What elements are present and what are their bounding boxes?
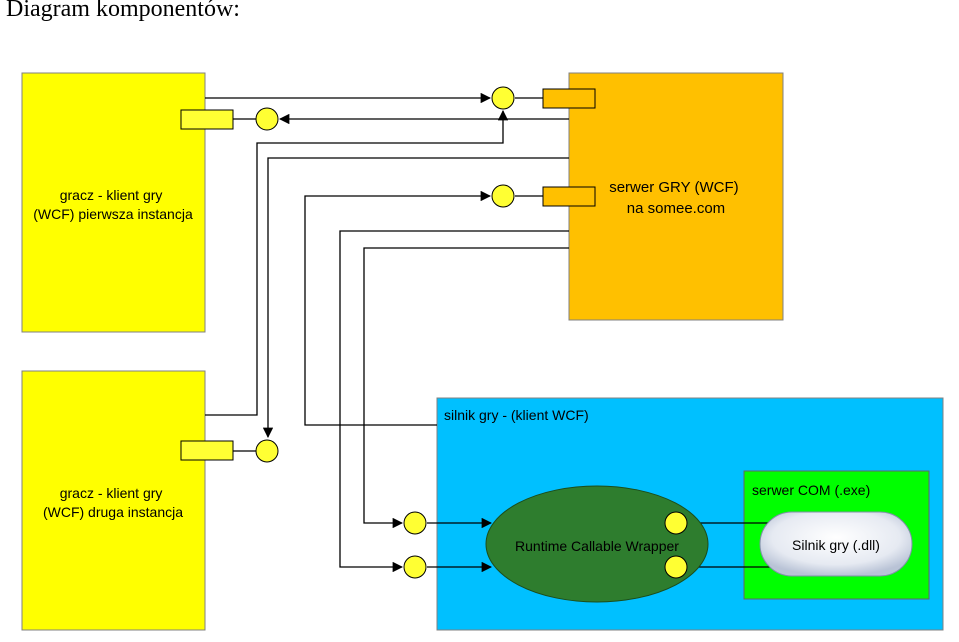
rcw-component[interactable]: Runtime Callable Wrapper — [485, 485, 709, 603]
engine-interface-upper — [403, 511, 427, 535]
client-2-component[interactable]: gracz - klient gry (WCF) druga instancja — [21, 370, 234, 631]
com-server-label: serwer COM (.exe) — [752, 482, 870, 498]
server-interface-top — [491, 86, 515, 110]
client-1-component[interactable]: gracz - klient gry (WCF) pierwsza instan… — [21, 72, 234, 333]
client-1-interface — [255, 107, 279, 131]
engine-label: silnik gry - (klient WCF) — [444, 407, 589, 423]
client-1-label-line1: gracz - klient gry — [60, 187, 163, 203]
client-2-label-line2: (WCF) druga instancja — [43, 504, 183, 520]
rcw-label: Runtime Callable Wrapper — [515, 538, 679, 554]
game-server-port-top — [542, 88, 596, 109]
game-server-label-line2: na somee.com — [627, 200, 725, 217]
svg-text:serwer GRY (WCF) na some: serwer GRY (WCF) na somee.com — [609, 179, 743, 217]
engine-interface-lower — [403, 555, 427, 579]
client-1-label-line2: (WCF) pierwsza instancja — [33, 206, 193, 222]
client-2-port — [180, 440, 234, 461]
page-title: Diagram komponentów: — [6, 0, 240, 22]
connectors — [205, 92, 782, 573]
game-server-label-line1: serwer GRY (WCF) — [609, 179, 738, 196]
rcw-interface-upper — [664, 511, 688, 535]
svg-text:gracz - klient gry (WCF): gracz - klient gry (WCF) druga instancja — [43, 485, 183, 520]
dll-component[interactable]: Silnik gry (.dll) — [759, 511, 913, 577]
game-server-component[interactable]: serwer GRY (WCF) na somee.com — [542, 72, 784, 321]
dll-label: Silnik gry (.dll) — [792, 537, 880, 553]
rcw-interface-lower — [664, 555, 688, 579]
client-1-port — [180, 109, 234, 130]
client-2-label-line1: gracz - klient gry — [60, 485, 163, 501]
svg-text:gracz - klient gry (WCF): gracz - klient gry (WCF) pierwsza instan… — [33, 187, 193, 222]
server-interface-mid — [491, 184, 515, 208]
game-server-port-mid — [542, 186, 596, 207]
client-2-interface — [255, 439, 279, 463]
